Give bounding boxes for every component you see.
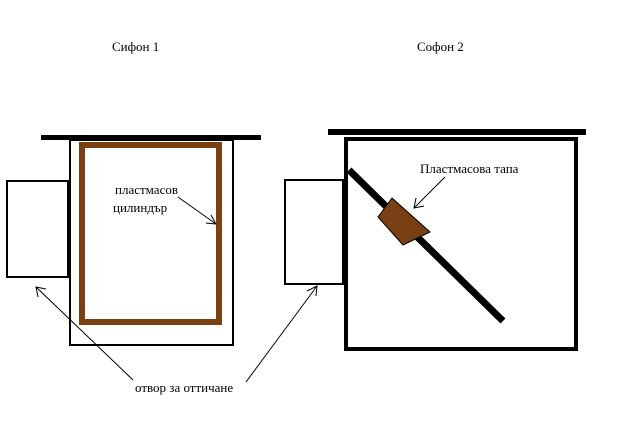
- siphon2-lid: [328, 129, 586, 135]
- cylinder-arrow: [177, 196, 217, 225]
- siphon1-title: Сифон 1: [112, 39, 159, 54]
- siphon1: пластмасов цилиндър: [6, 135, 261, 346]
- siphon2-body: [344, 137, 578, 351]
- plastic-cylinder: [79, 142, 222, 325]
- opening-label: отвор за оттичане: [135, 380, 233, 395]
- cylinder-label-line2: цилиндър: [113, 200, 167, 215]
- plug-arrow: [413, 176, 446, 209]
- cylinder-label-line1: пластмасов: [115, 182, 178, 197]
- siphon1-lid: [41, 135, 261, 140]
- siphon1-outlet: [6, 180, 69, 278]
- plug-label: Пластмасова тапа: [420, 161, 519, 176]
- siphon2-title: Софон 2: [417, 39, 464, 54]
- plastic-plug: [377, 197, 431, 246]
- siphon2-outlet: [284, 179, 344, 285]
- diagonal-plate: [346, 167, 506, 324]
- opening-arrow-right: [245, 285, 318, 383]
- siphon1-body: [69, 139, 234, 346]
- opening-arrow-left: [35, 286, 134, 381]
- siphon2: Пластмасова тапа: [284, 129, 586, 351]
